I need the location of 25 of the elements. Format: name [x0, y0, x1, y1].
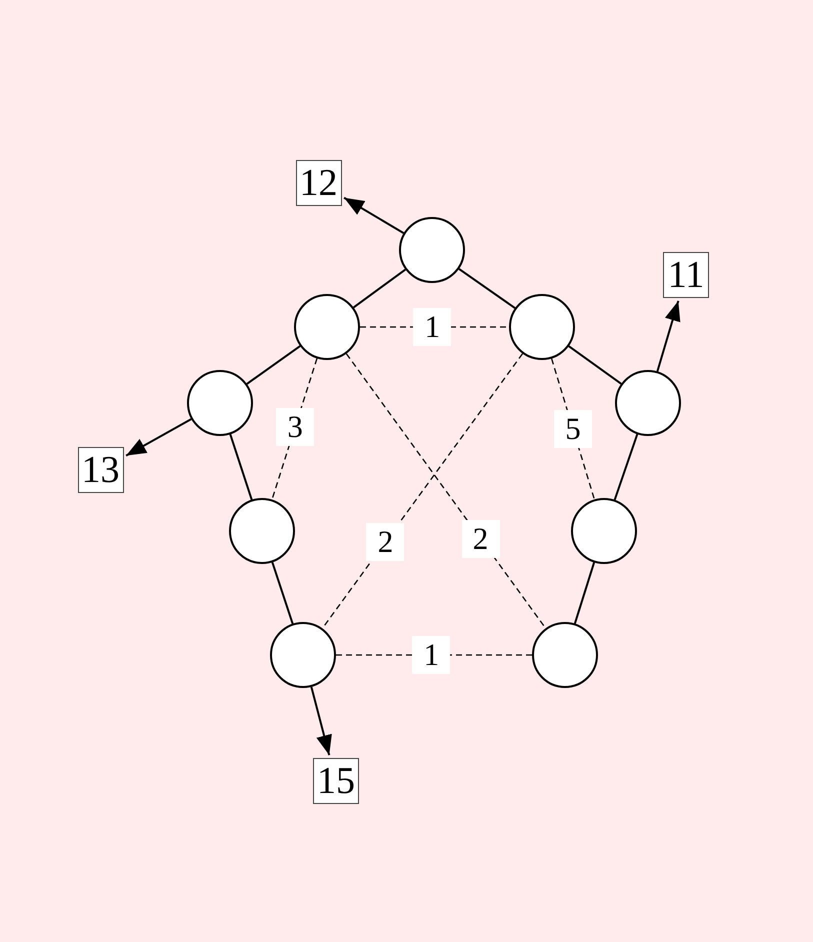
- connector-line: [229, 434, 253, 500]
- connector-line: [353, 268, 406, 308]
- circle-node: [509, 294, 575, 360]
- dashed-line: [346, 353, 546, 629]
- node-number: 11: [668, 256, 704, 294]
- connector-line: [271, 562, 294, 624]
- edge-label: 5: [554, 410, 592, 448]
- node-number: 13: [82, 451, 120, 489]
- edge-label: 1: [413, 308, 452, 346]
- arrow: [310, 686, 332, 756]
- arrow: [656, 300, 680, 372]
- connector-line: [246, 345, 301, 385]
- connector-line: [574, 562, 596, 624]
- arrow: [344, 196, 404, 234]
- edge-label: 1: [412, 636, 450, 674]
- connector-line: [614, 434, 638, 500]
- edge-label: 3: [276, 408, 314, 446]
- edge-label: 2: [366, 522, 404, 561]
- arrow: [126, 418, 192, 456]
- circle-node: [294, 294, 360, 360]
- connector-line: [458, 268, 516, 309]
- node-number: 15: [317, 762, 355, 800]
- node-number: 12: [300, 164, 338, 202]
- connector-line: [568, 345, 622, 385]
- edge-label: 2: [462, 520, 500, 558]
